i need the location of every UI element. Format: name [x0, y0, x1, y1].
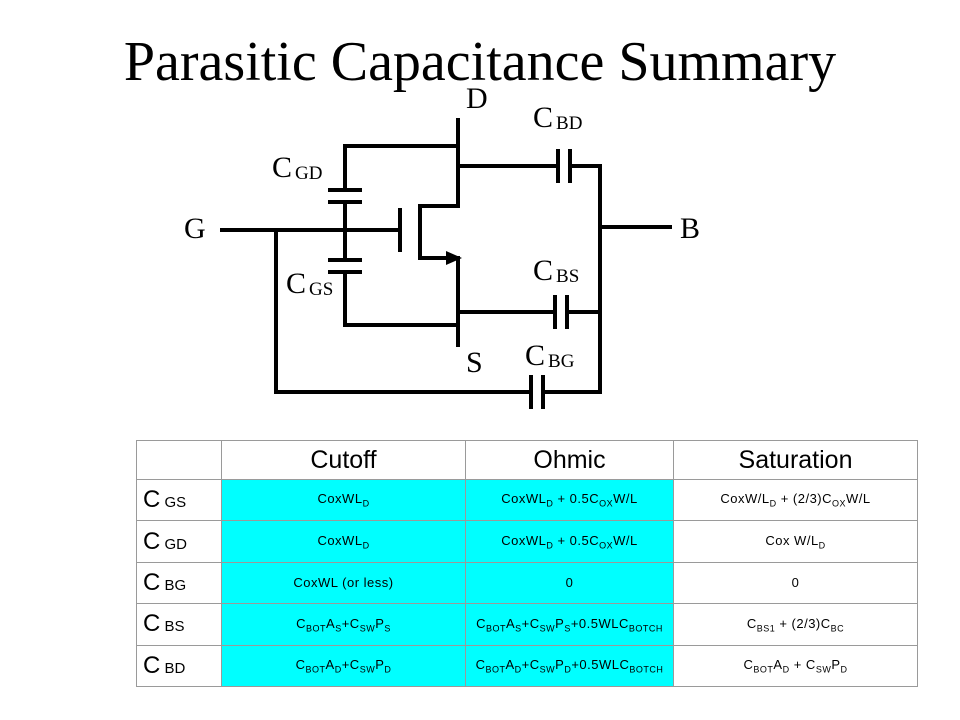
row-label-c-bs: C BS: [136, 603, 222, 646]
ohmic-cell: CBOTAD+CSWPD+0.5WLCBOTCH: [465, 644, 674, 688]
drain-wire: [418, 118, 460, 260]
ohmic-cell: CoxWLD + 0.5COXW/L: [465, 478, 674, 522]
ohmic-cell: CBOTAS+CSWPS+0.5WLCBOTCH: [465, 603, 674, 646]
saturation-cell: 0: [673, 561, 918, 605]
row-label-c-gs: C GS: [136, 478, 222, 522]
source-arrow: [446, 251, 462, 265]
cbg-wire: [274, 228, 602, 394]
row-label-c-bg: C BG: [136, 561, 222, 605]
cutoff-cell: CoxWLD: [221, 520, 466, 563]
page-title: Parasitic Capacitance Summary: [123, 31, 837, 93]
drain-label: D: [466, 82, 488, 115]
saturation-cell: CBOTAD + CSWPD: [673, 644, 918, 688]
bulk-label: B: [680, 212, 700, 245]
cutoff-cell: CBOTAS+CSWPS: [221, 603, 466, 646]
saturation-cell: CoxW/LD + (2/3)COXW/L: [673, 478, 918, 522]
gate-label: G: [184, 212, 206, 245]
cutoff-cell: CoxWL (or less): [221, 561, 466, 605]
ohmic-cell: 0: [465, 561, 674, 605]
source-wire: [418, 228, 460, 347]
row-label-c-gd: C GD: [136, 520, 222, 563]
cutoff-cell: CBOTAD+CSWPD: [221, 644, 466, 688]
table-header-ohmic: Ohmic: [465, 440, 674, 480]
table-header-cutoff: Cutoff: [221, 440, 466, 480]
table-header-saturation: Saturation: [673, 440, 918, 480]
saturation-cell: Cox W/LD: [673, 520, 918, 563]
table-header-corner: [136, 440, 222, 480]
saturation-cell: CBS1 + (2/3)CBC: [673, 603, 918, 646]
source-label: S: [466, 346, 483, 379]
row-label-c-bd: C BD: [136, 644, 222, 688]
ohmic-cell: CoxWLD + 0.5COXW/L: [465, 520, 674, 563]
cbd-wire: [456, 164, 602, 392]
cutoff-cell: CoxWLD: [221, 478, 466, 522]
